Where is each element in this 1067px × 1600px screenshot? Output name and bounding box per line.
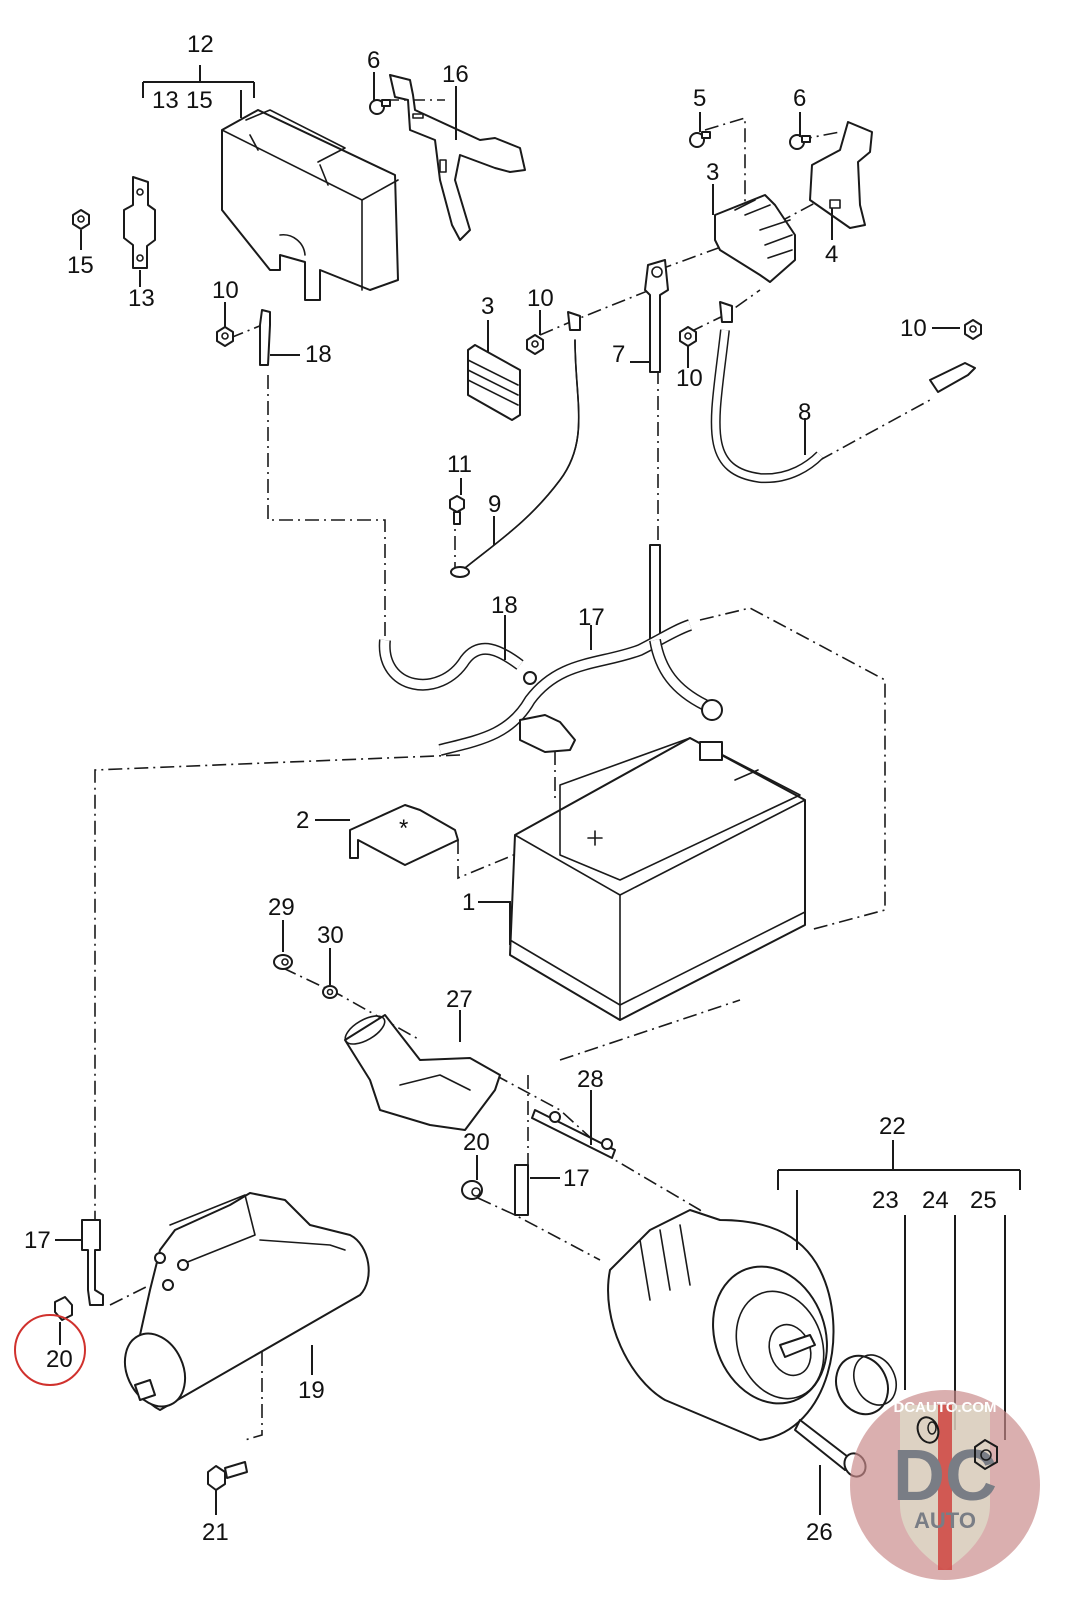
callout-numbers: 12 13 15 15 13 6 16 5 6 3 4 10 18 3 10 7… — [24, 31, 997, 1546]
callout-3-upper: 3 — [706, 159, 719, 186]
callout-7: 7 — [612, 341, 625, 368]
leader-lines — [55, 65, 1021, 1515]
callout-21: 21 — [202, 1519, 229, 1546]
part-8-cable[interactable] — [710, 301, 976, 484]
part-21-bolt[interactable] — [207, 1461, 248, 1491]
part-23-pulley[interactable] — [827, 1347, 904, 1423]
callout-18-lower: 18 — [491, 592, 518, 619]
callout-6-right: 6 — [793, 85, 806, 112]
callout-10-a: 10 — [212, 277, 239, 304]
part-19-starter[interactable] — [114, 1192, 370, 1416]
part-5-screw[interactable] — [689, 131, 711, 148]
watermark-logo: DCAUTO.COM DC AUTO — [850, 1390, 1040, 1580]
callout-10-d: 10 — [900, 315, 927, 342]
part-9-cable[interactable] — [450, 311, 581, 578]
callout-28: 28 — [577, 1066, 604, 1093]
callout-2: 2 — [296, 807, 309, 834]
part-30-washer[interactable] — [322, 985, 338, 999]
callout-20-center: 20 — [463, 1129, 490, 1156]
part-18-cable-lower[interactable] — [378, 639, 537, 691]
callout-10-b: 10 — [527, 285, 554, 312]
callout-23: 23 — [872, 1187, 899, 1214]
part-28-stud[interactable] — [531, 1109, 616, 1159]
callout-10-c: 10 — [676, 365, 703, 392]
callout-27: 27 — [446, 986, 473, 1013]
part-22-alternator[interactable] — [607, 1209, 846, 1441]
callout-13: 13 — [128, 285, 155, 312]
callout-13-group: 13 — [152, 87, 179, 114]
part-29-nut[interactable] — [273, 954, 293, 970]
callout-26: 26 — [806, 1519, 833, 1546]
callout-29: 29 — [268, 894, 295, 921]
callout-5: 5 — [693, 85, 706, 112]
part-15-nut[interactable] — [72, 209, 90, 230]
part-18-cable-upper[interactable] — [259, 309, 271, 366]
part-13-fuse[interactable] — [123, 176, 156, 269]
callout-17-battery: 17 — [578, 604, 605, 631]
part-6-screw-right[interactable] — [789, 134, 811, 150]
callout-19: 19 — [298, 1377, 325, 1404]
watermark-sub: AUTO — [914, 1508, 976, 1533]
part-17-terminal-left[interactable] — [81, 1219, 104, 1306]
part-11-bolt[interactable] — [449, 495, 465, 525]
callout-9: 9 — [488, 491, 501, 518]
part-4-bracket[interactable] — [809, 121, 873, 229]
part-24-washer[interactable] — [914, 1414, 942, 1445]
part-10-nut-a[interactable] — [216, 326, 234, 347]
watermark-site: DCAUTO.COM — [893, 1399, 996, 1416]
part-10-nut-d[interactable] — [964, 319, 982, 340]
callout-15-group: 15 — [186, 87, 213, 114]
callout-4: 4 — [825, 241, 838, 268]
part-1-battery[interactable] — [509, 737, 806, 1021]
part-25-nut[interactable] — [974, 1438, 998, 1471]
callout-16: 16 — [442, 61, 469, 88]
part-10-nut-c[interactable] — [679, 326, 697, 347]
callout-3-lower: 3 — [481, 293, 494, 320]
callout-1: 1 — [462, 889, 475, 916]
part-17-terminal-center[interactable] — [514, 1164, 529, 1216]
part-20-nut-left[interactable] — [54, 1296, 73, 1321]
part-20-nut-center[interactable] — [461, 1180, 483, 1200]
callout-18-upper: 18 — [305, 341, 332, 368]
callout-17-left: 17 — [24, 1227, 51, 1254]
callout-22: 22 — [879, 1113, 906, 1140]
callout-15: 15 — [67, 252, 94, 279]
part-3-cover[interactable] — [714, 194, 796, 283]
part-3-heatsink[interactable] — [467, 344, 521, 421]
highlight-circle — [14, 1314, 86, 1386]
callout-24: 24 — [922, 1187, 949, 1214]
part-27-boot[interactable] — [341, 1010, 501, 1131]
callout-30: 30 — [317, 922, 344, 949]
watermark-stripe — [938, 1405, 952, 1570]
callout-11: 11 — [447, 451, 472, 478]
watermark-letters: DC — [893, 1436, 997, 1516]
part-12-relay-box[interactable] — [221, 109, 399, 301]
callout-6-left: 6 — [367, 47, 380, 74]
callout-12: 12 — [187, 31, 214, 58]
cover-mark: * — [399, 815, 408, 842]
callout-20-highlighted: 20 — [46, 1346, 73, 1373]
part-10-nut-b[interactable] — [526, 334, 544, 355]
part-6-screw[interactable] — [369, 99, 391, 115]
callout-25: 25 — [970, 1187, 997, 1214]
part-2-terminal-cover[interactable]: * — [349, 804, 459, 866]
callout-8: 8 — [798, 399, 811, 426]
part-16-bracket[interactable] — [389, 74, 526, 241]
part-17-cable[interactable] — [438, 619, 723, 756]
part-7-cable[interactable] — [644, 259, 669, 641]
callout-17-center: 17 — [563, 1165, 590, 1192]
